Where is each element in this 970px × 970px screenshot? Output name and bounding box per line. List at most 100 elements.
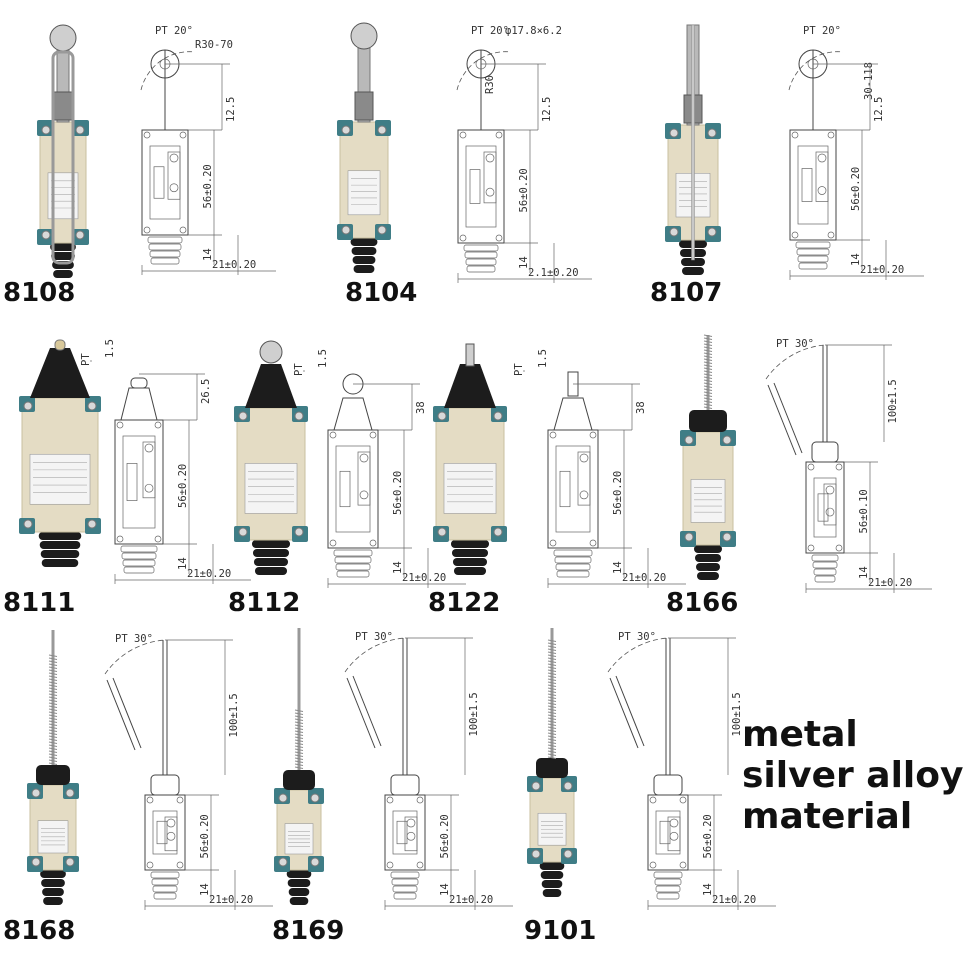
- spring-coil: [547, 708, 557, 711]
- spring-coil: [547, 663, 557, 666]
- spring-coil: [48, 693, 58, 696]
- base-height-label: 14: [858, 566, 870, 579]
- spring-coil: [703, 364, 713, 367]
- screw: [41, 230, 51, 240]
- switch-photo: [37, 24, 89, 278]
- switch-photo: [433, 343, 507, 575]
- width-dimension-label: 21±0.20: [449, 894, 493, 906]
- spring-coil: [703, 406, 713, 409]
- body-height-label: 56±0.20: [612, 471, 624, 515]
- thread-ring: [333, 549, 373, 557]
- screw: [669, 227, 679, 237]
- screw-outline: [179, 226, 187, 234]
- screw-outline: [143, 226, 151, 234]
- spring-coil: [48, 714, 58, 717]
- plunger-tip: [54, 339, 66, 351]
- spring-coil: [547, 657, 557, 660]
- body-height-label: 56±0.20: [202, 164, 214, 208]
- body-outline: [141, 129, 189, 265]
- pretravel-angle-label: PT 20°: [803, 25, 841, 37]
- rubber-cap: [283, 770, 315, 790]
- rod-length-label: 100±1.5: [887, 379, 899, 423]
- screw-outline: [369, 431, 377, 439]
- spec-label: [347, 170, 381, 216]
- switch-photo: [19, 339, 101, 567]
- spring-coil: [48, 732, 58, 735]
- spring-coil: [48, 747, 58, 750]
- spec-label: [244, 463, 298, 514]
- deflected-rod: [106, 679, 136, 751]
- spring-coil: [547, 729, 557, 732]
- body-outline: [327, 429, 379, 578]
- thread-ring: [152, 885, 178, 893]
- spring-coil: [547, 741, 557, 744]
- screw: [437, 411, 447, 421]
- width-dimension-label: 21±0.20: [712, 894, 756, 906]
- lever-strap: [51, 50, 75, 265]
- spring-coil: [547, 693, 557, 696]
- screw: [238, 411, 248, 421]
- screw-outline: [116, 535, 124, 543]
- body-height-label: 56±0.20: [702, 814, 714, 858]
- thread-ring: [120, 545, 158, 553]
- spring-coil: [294, 721, 304, 724]
- spring-coil: [48, 684, 58, 687]
- screw: [531, 781, 541, 791]
- material-line-silver-alloy: silver alloy: [742, 755, 964, 796]
- spring-coil: [48, 753, 58, 756]
- spring-coil: [547, 726, 557, 729]
- spring-coil: [294, 718, 304, 721]
- thread-ring: [153, 892, 177, 900]
- spring-coil: [294, 748, 304, 751]
- screw: [65, 857, 75, 867]
- thread-ring: [150, 871, 180, 879]
- spring-coil: [294, 745, 304, 748]
- spring-coil: [703, 400, 713, 403]
- body-outline: [384, 794, 426, 900]
- screw: [294, 527, 304, 537]
- spring-coil: [48, 750, 58, 753]
- actuator-height-label: 12.5: [541, 97, 553, 122]
- screw: [707, 128, 717, 138]
- spring-coil: [547, 654, 557, 657]
- screw-outline: [495, 131, 503, 139]
- spring-coil: [547, 723, 557, 726]
- thread-ring: [121, 552, 157, 560]
- screw-outline: [416, 796, 424, 804]
- spring-coil: [703, 355, 713, 358]
- spring-coil: [547, 735, 557, 738]
- spring-coil: [547, 672, 557, 675]
- spring-coil: [547, 642, 557, 645]
- spring-coil: [547, 705, 557, 708]
- screw: [278, 793, 288, 803]
- screw-outline: [589, 539, 597, 547]
- spring-coil: [703, 334, 713, 337]
- spring-coil: [547, 666, 557, 669]
- lever-hub: [53, 91, 73, 121]
- width-dimension-label: 21±0.20: [868, 577, 912, 589]
- lever-range-label: 30-118: [863, 62, 875, 100]
- spring-coil: [703, 373, 713, 376]
- thread-ring: [655, 885, 681, 893]
- spring-coil: [294, 730, 304, 733]
- rod-length-label: 100±1.5: [228, 693, 240, 737]
- screw-outline: [791, 131, 799, 139]
- spring-coil: [294, 715, 304, 718]
- travel-arc: [344, 637, 406, 673]
- cap-outline: [120, 387, 158, 421]
- rubber-cap: [30, 348, 90, 398]
- thread-ring: [555, 563, 591, 571]
- body-outline: [805, 461, 845, 583]
- screw: [87, 519, 97, 529]
- spring-coil: [48, 735, 58, 738]
- actuator-height-label: 38: [635, 401, 647, 414]
- spring-coil: [48, 657, 58, 660]
